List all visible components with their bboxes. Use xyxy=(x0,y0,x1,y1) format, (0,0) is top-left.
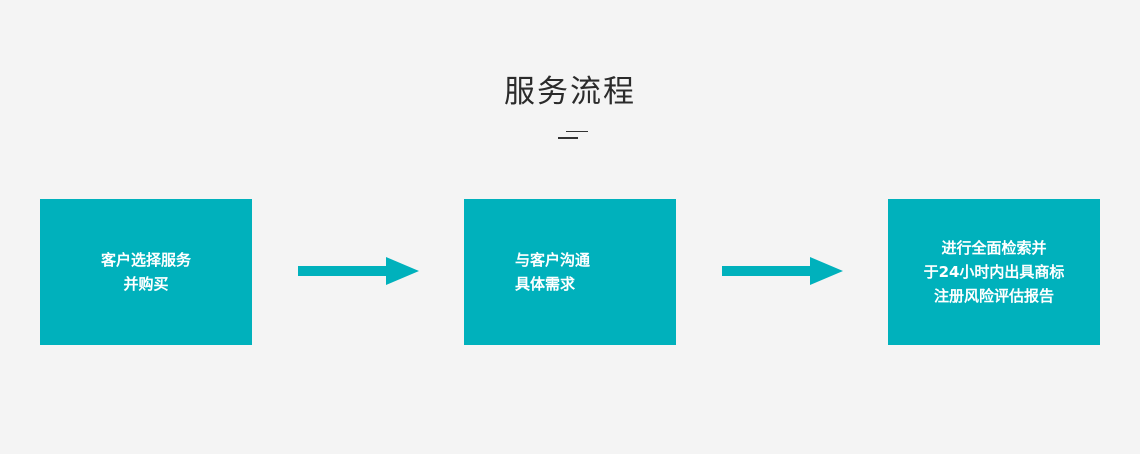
process-step-2: 与客户沟通 具体需求 xyxy=(464,199,676,345)
process-step-2-text: 与客户沟通 具体需求 xyxy=(515,251,591,293)
process-step-1-text: 客户选择服务 并购买 xyxy=(100,251,191,293)
process-step-1: 客户选择服务 并购买 xyxy=(40,199,252,345)
title-underline-top xyxy=(566,131,588,132)
right-arrow-icon xyxy=(298,257,419,285)
process-step-3: 进行全面检索并 于24小时内出具商标 注册风险评估报告 xyxy=(888,199,1100,345)
title-underline-decoration xyxy=(558,131,588,139)
title-underline-bottom xyxy=(558,137,578,139)
right-arrow-icon xyxy=(722,257,843,285)
page-title: 服务流程 xyxy=(504,74,636,110)
process-step-3-text: 进行全面检索并 于24小时内出具商标 注册风险评估报告 xyxy=(923,239,1065,305)
